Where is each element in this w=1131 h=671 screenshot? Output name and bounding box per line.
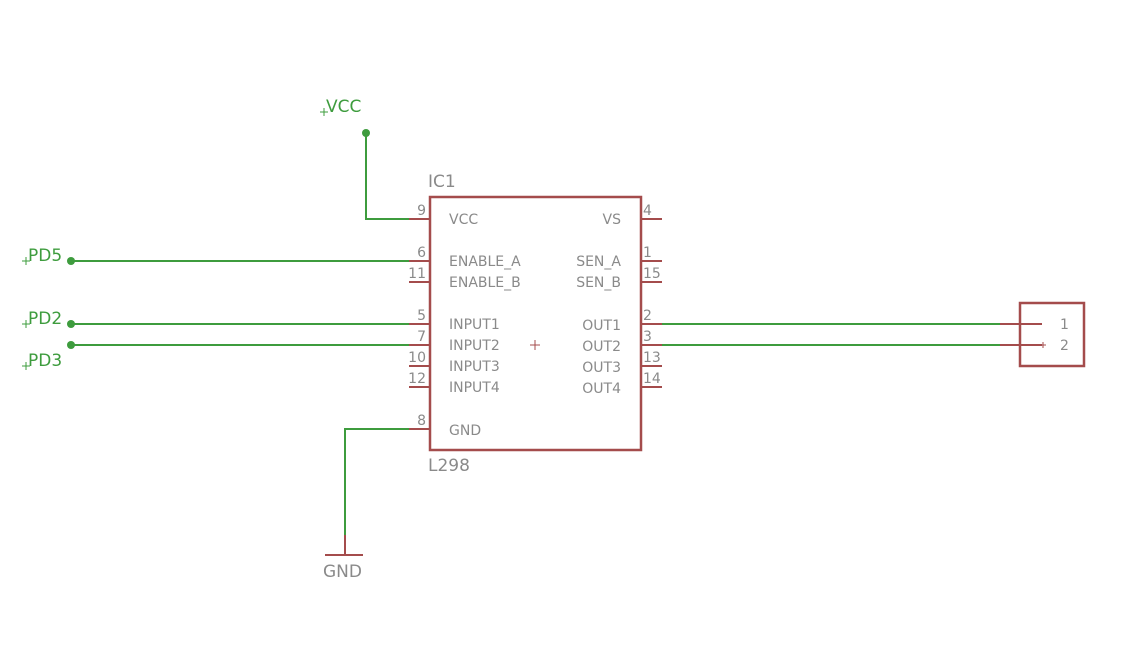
pin-num-right: 14 [643, 371, 661, 387]
pin-name-right: OUT1 [582, 318, 621, 334]
connector-pin-2-label: 2 [1060, 338, 1069, 354]
pin-num-left: 8 [417, 413, 426, 429]
junction-pd3 [67, 341, 75, 349]
pin-name-left: INPUT1 [449, 317, 500, 333]
pin-name-left: INPUT2 [449, 338, 500, 354]
connector-body[interactable] [1018, 301, 1086, 368]
pin-name-left: ENABLE_A [449, 254, 521, 270]
pin-num-left: 12 [408, 371, 426, 387]
pin-num-right: 13 [643, 350, 661, 366]
wire-gnd[interactable] [344, 428, 409, 555]
pin-name-left: INPUT3 [449, 359, 500, 375]
pin-num-left: 9 [417, 203, 426, 219]
junction-pd2 [67, 320, 75, 328]
pin-num-left: 7 [417, 329, 426, 345]
net-label-vcc: VCC [326, 97, 361, 117]
connector-pin-1-label: 1 [1060, 317, 1069, 333]
pin-num-left: 10 [408, 350, 426, 366]
pin-name-right: SEN_B [576, 275, 621, 291]
pin-num-left: 11 [408, 266, 426, 282]
net-label-pd3: PD3 [28, 351, 62, 371]
pin-num-right: 2 [643, 308, 652, 324]
pin-name-right: OUT4 [582, 381, 621, 397]
pin-name-left: ENABLE_B [449, 275, 521, 291]
pin-name-right: VS [603, 212, 622, 228]
ic-value: L298 [428, 456, 470, 476]
ic-reference: IC1 [428, 172, 456, 192]
pin-num-left: 6 [417, 245, 426, 261]
junction-vcc [362, 129, 370, 137]
net-label-pd2: PD2 [28, 309, 62, 329]
net-label-gnd: GND [323, 562, 362, 582]
pin-name-right: OUT3 [582, 360, 621, 376]
pin-name-right: SEN_A [576, 254, 621, 270]
pin-name-right: OUT2 [582, 339, 621, 355]
pin-num-right: 1 [643, 245, 652, 261]
pin-num-left: 5 [417, 308, 426, 324]
pin-num-right: 4 [643, 203, 652, 219]
net-label-pd5: PD5 [28, 246, 62, 266]
pin-name-left: VCC [449, 212, 478, 228]
pin-num-right: 15 [643, 266, 661, 282]
wire-vcc[interactable] [365, 133, 409, 220]
junction-pd5 [67, 257, 75, 265]
pin-name-left: INPUT4 [449, 380, 500, 396]
pin-name-left: GND [449, 423, 481, 439]
pin-num-right: 3 [643, 329, 652, 345]
